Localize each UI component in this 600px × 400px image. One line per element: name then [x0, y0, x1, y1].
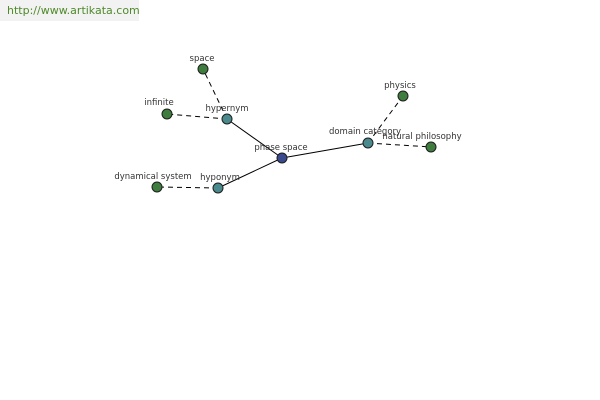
url-banner: http://www.artikata.com: [0, 0, 140, 21]
node-label-space[interactable]: space: [190, 54, 215, 64]
edge-hypernym-to-infinite: [166, 113, 228, 120]
node-natural-philosophy[interactable]: [425, 141, 437, 153]
node-label-hyponym[interactable]: hyponym: [200, 173, 240, 183]
node-label-physics[interactable]: physics: [384, 81, 416, 91]
node-physics[interactable]: [397, 90, 409, 102]
node-dynamical-system[interactable]: [151, 181, 163, 193]
node-infinite[interactable]: [161, 108, 173, 120]
node-label-hypernym[interactable]: hypernym: [205, 104, 248, 114]
graph-labels: phase space hypernym hyponym domain categor…: [114, 54, 461, 183]
node-label-dynamical-system[interactable]: dynamical system: [114, 172, 191, 182]
node-label-infinite[interactable]: infinite: [144, 98, 173, 108]
node-hypernym[interactable]: [221, 113, 233, 125]
node-domain-category[interactable]: [362, 137, 374, 149]
edge-domain-category-to-natural-philosophy: [367, 142, 432, 148]
graph-nodes: [151, 63, 437, 194]
site-url-link[interactable]: http://www.artikata.com: [7, 4, 140, 17]
node-label-domain-category[interactable]: domain category: [329, 127, 401, 137]
edge-phase-space-to-hypernym: [226, 118, 283, 159]
node-space[interactable]: [197, 63, 209, 75]
node-label-phase-space[interactable]: phase space: [254, 143, 307, 153]
node-label-natural-philosophy[interactable]: natural philosophy: [382, 132, 461, 142]
node-phase-space[interactable]: [276, 152, 288, 164]
node-hyponym[interactable]: [212, 182, 224, 194]
edge-phase-space-to-hyponym: [217, 157, 283, 189]
edge-phase-space-to-domain-category: [281, 142, 369, 159]
edge-hypernym-to-space: [202, 68, 228, 120]
graph-edges: [156, 68, 432, 189]
edge-hyponym-to-dynamical-system: [156, 186, 219, 189]
edge-domain-category-to-physics: [367, 95, 404, 144]
